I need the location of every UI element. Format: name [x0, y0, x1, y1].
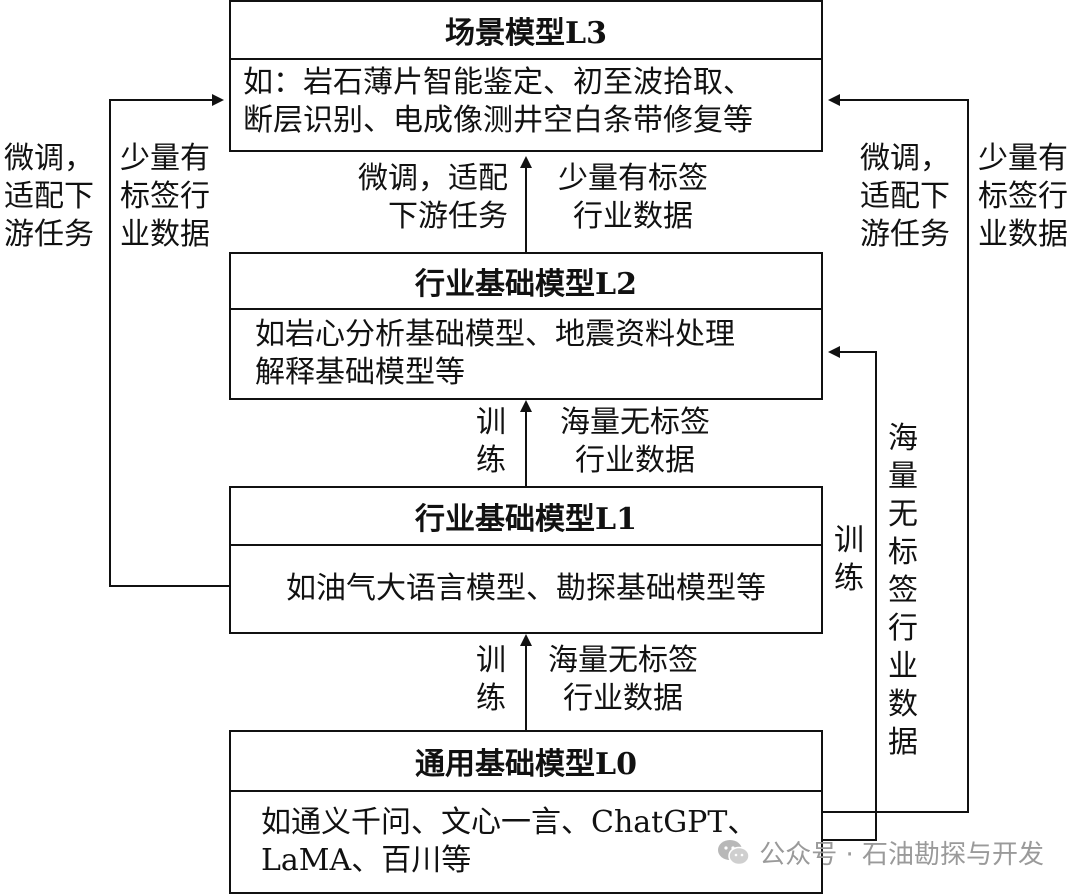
wechat-icon	[717, 839, 751, 867]
box-l3-desc-line2: 断层识别、电成像测井空白条带修复等	[243, 103, 753, 138]
box-l2-title: 行业基础模型L2	[231, 254, 821, 310]
label-right-train: 训练	[834, 523, 864, 596]
box-l2-desc-line1: 如岩心分析基础模型、地震资料处理	[255, 317, 735, 352]
label-mid-l2-l3-finetune: 微调，适配 下游任务	[358, 161, 508, 234]
watermark: 公众号 · 石油勘探与开发	[717, 834, 1044, 871]
box-l0-desc: 如通义千问、文心一言、ChatGPT、 LaMA、百川等	[231, 792, 821, 880]
box-l2-desc-line2: 解释基础模型等	[255, 355, 465, 390]
box-l0-desc-line1: 如通义千问、文心一言、ChatGPT、	[261, 805, 758, 840]
box-l2-desc: 如岩心分析基础模型、地震资料处理 解释基础模型等	[231, 310, 821, 392]
arrow-l1-to-l3-left	[109, 94, 230, 587]
box-l0-desc-line2: LaMA、百川等	[261, 843, 472, 878]
box-l1-title: 行业基础模型L1	[231, 488, 821, 546]
label-right-massive-data: 海量无标签行业数据	[888, 421, 918, 760]
box-l1-desc-line1: 如油气大语言模型、勘探基础模型等	[286, 571, 766, 606]
label-right-data: 少量有 标签行 业数据	[978, 141, 1068, 252]
box-l1-desc: 如油气大语言模型、勘探基础模型等	[231, 546, 821, 632]
label-right-finetune: 微调， 适配下 游任务	[860, 141, 950, 252]
box-l0-general-model: 通用基础模型L0 如通义千问、文心一言、ChatGPT、 LaMA、百川等	[229, 730, 823, 894]
label-mid-l2-l3-data: 少量有标签 行业数据	[558, 161, 708, 234]
box-l0-title: 通用基础模型L0	[231, 732, 821, 792]
watermark-text: 公众号 · 石油勘探与开发	[759, 840, 1044, 870]
label-left-data: 少量有 标签行 业数据	[120, 141, 210, 252]
box-l2-industry-model: 行业基础模型L2 如岩心分析基础模型、地震资料处理 解释基础模型等	[229, 252, 823, 400]
label-mid-l1-l2-train: 训 练	[476, 405, 506, 478]
box-l3-title: 场景模型L3	[231, 2, 821, 60]
label-mid-l0-l1-data: 海量无标签 行业数据	[548, 643, 698, 716]
arrow-l0-to-l2-right	[822, 346, 877, 841]
box-l3-desc: 如：岩石薄片智能鉴定、初至波拾取、 断层识别、电成像测井空白条带修复等	[231, 60, 821, 140]
label-mid-l0-l1-train: 训 练	[476, 643, 506, 716]
arrow-l0-to-l3-right	[822, 94, 969, 813]
box-l3-scene-model: 场景模型L3 如：岩石薄片智能鉴定、初至波拾取、 断层识别、电成像测井空白条带修…	[229, 0, 823, 152]
box-l1-industry-model: 行业基础模型L1 如油气大语言模型、勘探基础模型等	[229, 486, 823, 634]
box-l3-desc-line1: 如：岩石薄片智能鉴定、初至波拾取、	[243, 65, 753, 100]
label-mid-l1-l2-data: 海量无标签 行业数据	[560, 405, 710, 478]
label-left-finetune: 微调， 适配下 游任务	[4, 141, 94, 252]
